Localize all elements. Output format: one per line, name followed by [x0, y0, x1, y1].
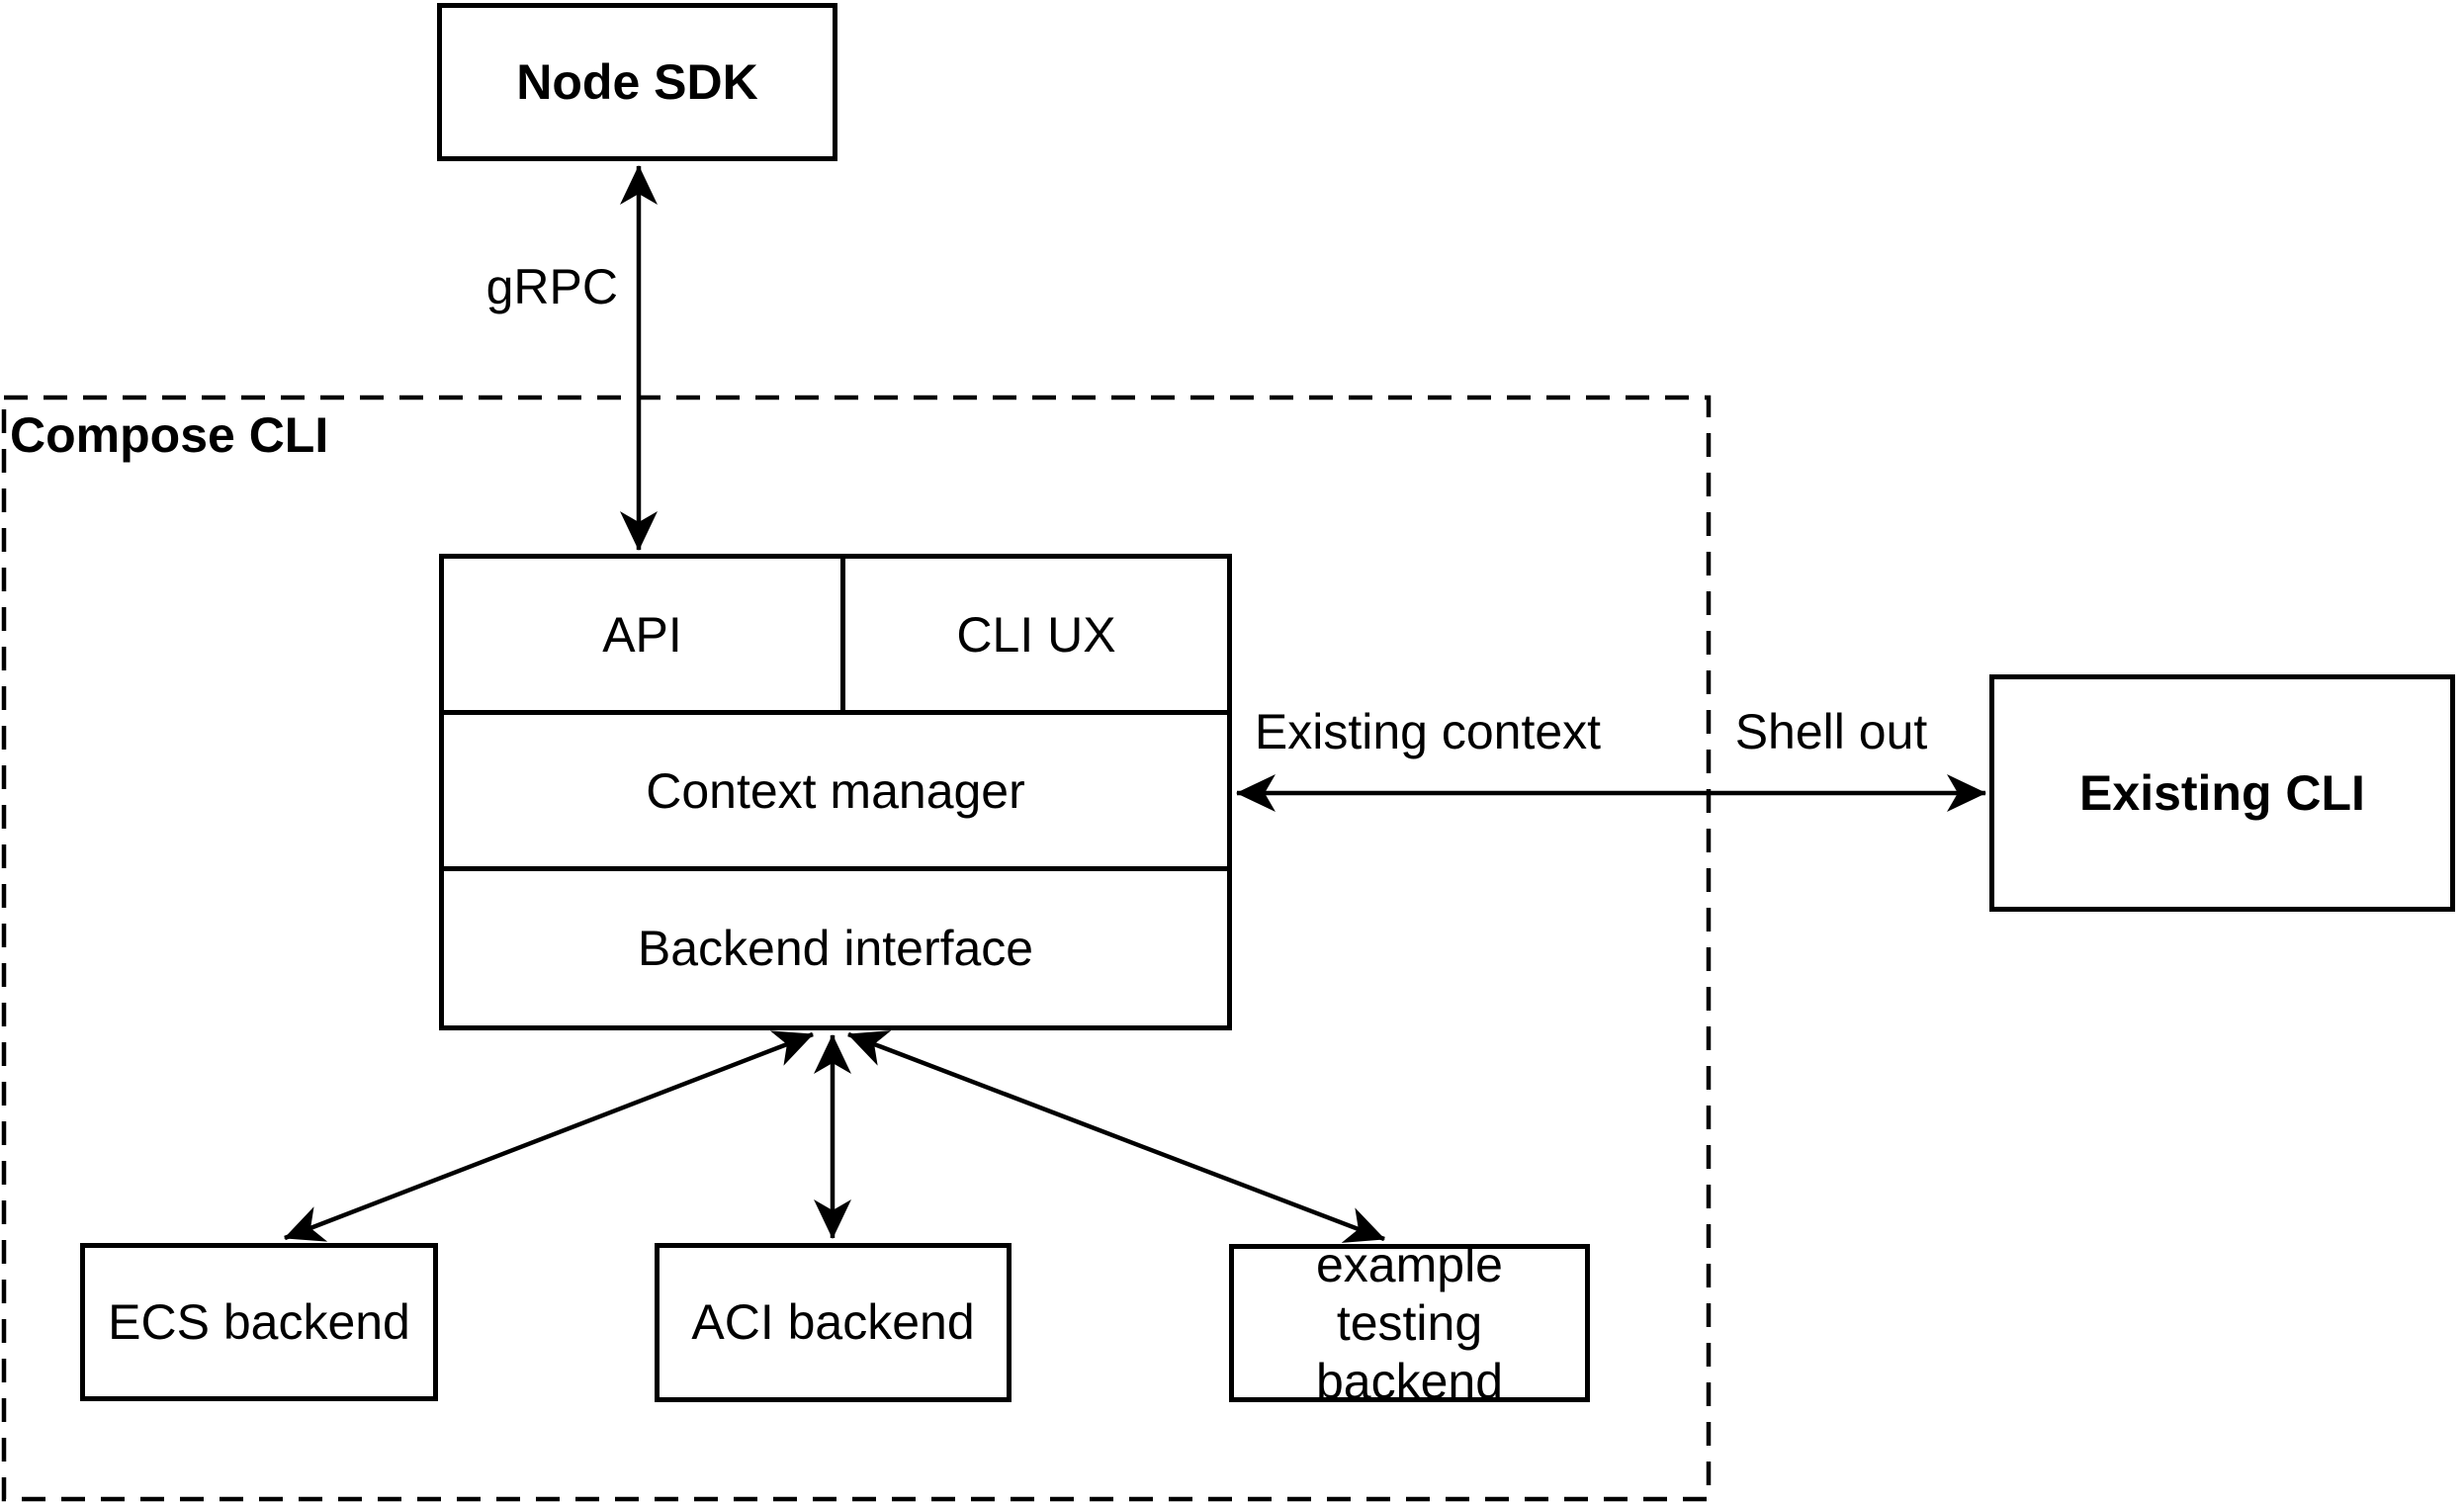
compose-cli-stack-box: API CLI UX Context manager Backend inter…: [439, 554, 1232, 1030]
context-manager-cell: Context manager: [444, 715, 1227, 871]
existing-context-edge-label: Existing context: [1254, 704, 1602, 759]
backend-interface-cell: Backend interface: [444, 871, 1227, 1025]
aci-backend-box: ACI backend: [655, 1243, 1012, 1402]
example-testing-backend-box: example testing backend: [1229, 1237, 1590, 1409]
ecs-backend-arrow: [284, 1030, 814, 1242]
compose-cli-group-border: [1, 395, 1712, 1502]
compose-cli-group-label: Compose CLI: [10, 407, 329, 463]
api-cell: API: [444, 559, 845, 710]
shell-out-edge-label: Shell out: [1734, 704, 1928, 759]
node-sdk-box: Node SDK: [437, 3, 837, 161]
existing-cli-box: Existing CLI: [1989, 674, 2455, 912]
ecs-backend-box: ECS backend: [80, 1243, 438, 1401]
example-backend-arrow: [847, 1030, 1385, 1243]
cli-ux-cell: CLI UX: [845, 559, 1227, 710]
grpc-edge-label: gRPC: [485, 259, 618, 314]
stack-top-row: API CLI UX: [444, 559, 1227, 715]
